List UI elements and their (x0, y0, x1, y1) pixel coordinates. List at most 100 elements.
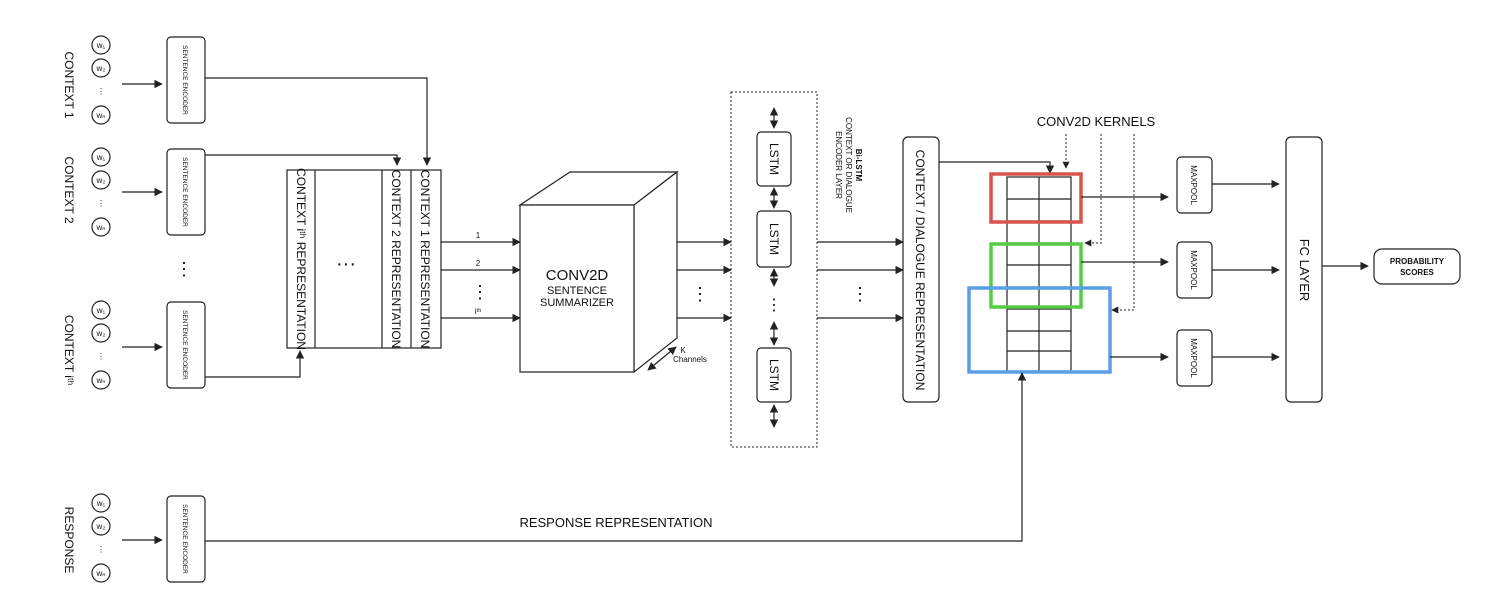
conv-out-dots: ⋮ (691, 284, 709, 304)
context-i-word-dots: ⋮ (97, 352, 105, 361)
context-i-to-repr-connector (205, 350, 305, 378)
lstm-cell-1 (756, 131, 792, 187)
context-vertical-dots: ⋮ (175, 259, 193, 279)
context-i-word-2 (91, 323, 111, 343)
conv2d-sub-2: SUMMARIZER (540, 297, 614, 309)
context-i-word-1-text: w₁ (96, 306, 106, 315)
context-1-word-2-text: w₂ (96, 64, 106, 73)
maxpool-2-label: MAXPOOL (1189, 250, 1198, 290)
context-i-group: CONTEXT iᵗʰ w₁ w₂ ⋮ wₙ SENTENCE ENCODER (62, 300, 206, 390)
kernel-pointer-blue (1111, 134, 1135, 314)
k-channels-arrow (647, 346, 677, 371)
maxpool-3 (1176, 329, 1213, 387)
channel-1-label: 1 (476, 231, 481, 240)
conv2d-summarizer: CONV2D SENTENCE SUMMARIZER K Channels (518, 170, 707, 374)
context-2-word-n (91, 217, 111, 237)
response-word-1 (91, 493, 111, 513)
context-1-word-dots: ⋮ (97, 87, 105, 96)
response-word-1-text: w₁ (96, 499, 106, 508)
context-2-word-dots: ⋮ (97, 199, 105, 208)
kernel-pointer-green (1084, 134, 1102, 247)
lstm-cell-1-label: LSTM (767, 143, 781, 175)
probability-line-2: SCORES (1400, 268, 1434, 277)
maxpool-3-label: MAXPOOL (1189, 338, 1198, 378)
context-1-word-1-text: w₁ (96, 41, 106, 50)
response-encoder-label: SENTENCE ENCODER (181, 504, 188, 574)
lstm-cell-3-label: LSTM (767, 359, 781, 391)
context-1-label: CONTEXT 1 (62, 51, 76, 118)
bilstm-label-3: ENCODER LAYER (834, 131, 843, 199)
context-1-word-n-text: wₙ (96, 111, 106, 120)
bilstm-label-1: Bi-LSTM (854, 149, 863, 182)
probability-line-1: PROBABILITY (1390, 257, 1445, 266)
representation-stack: CONTEXT iᵗʰ REPRESENTATION ··· CONTEXT 2… (286, 168, 442, 350)
response-word-n (91, 563, 111, 583)
kernel-blue (967, 286, 1112, 374)
context-i-word-n (91, 370, 111, 390)
context-1-representation-label: CONTEXT 1 REPRESENTATION (418, 170, 432, 349)
conv2d-front-face (519, 204, 635, 373)
context-2-sentence-encoder (166, 148, 206, 236)
context-i-sentence-encoder (166, 301, 206, 389)
bilstm-encoder-layer: LSTM LSTM ⋮ LSTM Bi-LSTM CONTEXT OR DIAL… (730, 91, 863, 448)
context-i-representation-label: CONTEXT iᵗʰ REPRESENTATION (294, 168, 308, 350)
context-2-word-n-text: wₙ (96, 223, 106, 232)
context-2-word-2-text: w₂ (96, 176, 106, 185)
context-1-word-n (91, 105, 111, 125)
channel-2-label: 2 (476, 259, 481, 268)
dialogue-to-grid-connector (939, 161, 1055, 174)
response-word-n-text: wₙ (96, 569, 106, 578)
lstm-mid-dots: ⋮ (766, 297, 782, 314)
feature-grid (1006, 176, 1072, 372)
channel-dots: ⋮ (471, 282, 489, 302)
response-word-2 (91, 516, 111, 536)
context-2-word-1-text: w₁ (96, 153, 106, 162)
context-i-encoder-label: SENTENCE ENCODER (181, 310, 188, 380)
repr-middle-dots: ··· (336, 253, 356, 275)
lstm-cell-2 (756, 210, 792, 268)
bilstm-dashed-frame (730, 91, 818, 448)
response-word-2-text: w₂ (96, 522, 106, 531)
context-1-group: CONTEXT 1 w₁ w₂ ⋮ wₙ SENTENCE ENCODER (62, 35, 206, 125)
context-2-group: CONTEXT 2 w₁ w₂ ⋮ wₙ SENTENCE ENCODER (62, 147, 206, 237)
context-i-word-2-text: w₂ (96, 329, 106, 338)
fc-layer-box (1285, 136, 1323, 403)
context-i-label: CONTEXT iᵗʰ (62, 315, 76, 386)
context-2-representation-label: CONTEXT 2 REPRESENTATION (389, 170, 403, 349)
context-1-encoder-label: SENTENCE ENCODER (181, 45, 188, 115)
conv2d-kernels-label: CONV2D KERNELS (1037, 114, 1156, 129)
conv2d-title: CONV2D (546, 267, 609, 284)
response-group: RESPONSE w₁ w₂ ⋮ wₙ SENTENCE ENCODER (62, 493, 206, 583)
context-1-to-repr-connector (205, 77, 432, 166)
channel-i-label: iᵗʰ (475, 307, 482, 316)
fc-layer-label: FC LAYER (1297, 239, 1312, 302)
lstm-out-dots: ⋮ (851, 284, 869, 304)
context-1-word-1 (91, 35, 111, 55)
kernel-red (989, 172, 1083, 224)
conv2d-side-face (633, 170, 678, 374)
channels-label: Channels (673, 355, 707, 364)
bilstm-label-2: CONTEXT OR DIALOGUE (844, 117, 853, 213)
context-2-label: CONTEXT 2 (62, 156, 76, 223)
lstm-cell-3 (756, 347, 792, 403)
response-label: RESPONSE (62, 507, 76, 574)
context-2-word-2 (91, 170, 111, 190)
response-sentence-encoder (166, 495, 206, 583)
context-i-word-n-text: wₙ (96, 376, 106, 385)
context-2-word-1 (91, 147, 111, 167)
maxpool-1 (1176, 156, 1213, 214)
context-2-encoder-label: SENTENCE ENCODER (181, 157, 188, 227)
dialogue-representation-box (902, 136, 940, 403)
probability-scores-box (1373, 248, 1461, 285)
dialogue-representation-label: CONTEXT / DIALOGUE REPRESENTATION (913, 150, 927, 391)
context-2-to-repr-connector (205, 154, 402, 166)
maxpool-1-label: MAXPOOL (1189, 165, 1198, 205)
response-representation-line (205, 372, 1027, 542)
context-1-word-2 (91, 58, 111, 78)
response-representation-label: RESPONSE REPRESENTATION (519, 515, 712, 530)
context-1-sentence-encoder (166, 36, 206, 124)
kernel-green (989, 242, 1083, 309)
representation-stack-frame (286, 169, 442, 349)
response-word-dots: ⋮ (97, 545, 105, 554)
